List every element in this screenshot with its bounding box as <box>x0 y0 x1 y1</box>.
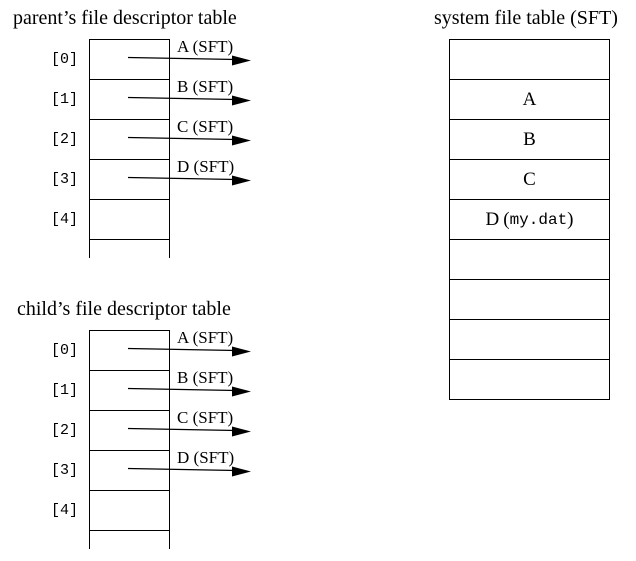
child-pointer-arrow-0 <box>128 346 251 357</box>
child-fd-index-1: [1] <box>50 382 78 399</box>
sft-cell-filename: my.dat <box>509 210 568 229</box>
parent-fd-cell-3 <box>90 160 169 200</box>
sft-cell-1: A <box>450 80 609 120</box>
child-fd-cell-3 <box>90 451 169 491</box>
child-pointer-arrow-2 <box>128 426 251 437</box>
sft-cell-label: C <box>523 168 536 190</box>
child-fd-cell-4 <box>90 491 169 531</box>
parent-pointer-arrow-0 <box>128 55 251 66</box>
sft-cell-2: B <box>450 120 609 160</box>
sft-cell-label: A <box>522 88 537 110</box>
parent-fd-index-0: [0] <box>50 51 78 68</box>
child-pointer-arrow-3 <box>128 466 251 477</box>
parent-pointer-label-0: A (SFT) <box>177 37 234 56</box>
parent-fd-index-4: [4] <box>50 211 78 228</box>
parent-fd-cell-2 <box>90 120 169 160</box>
system-file-table: A B C D(my.dat) <box>449 39 610 400</box>
sft-cell-3: C <box>450 160 609 200</box>
sft-title: system file table (SFT) <box>434 7 618 29</box>
child-pointer-label-1: B (SFT) <box>177 368 234 387</box>
parent-pointer-label-2: C (SFT) <box>177 117 234 136</box>
child-fd-index-0: [0] <box>50 342 78 359</box>
sft-cell-4: D(my.dat) <box>450 200 609 240</box>
parent-fd-index-3: [3] <box>50 171 78 188</box>
parent-fd-table <box>89 39 170 258</box>
sft-cell-paren-open: ( <box>503 208 510 230</box>
sft-cell-6 <box>450 280 609 320</box>
child-fd-table <box>89 330 170 549</box>
parent-pointer-arrow-1 <box>128 95 251 106</box>
sft-cell-paren-close: ) <box>567 208 574 230</box>
child-fd-index-3: [3] <box>50 462 78 479</box>
parent-table-title: parent’s file descriptor table <box>13 7 237 29</box>
child-pointer-label-3: D (SFT) <box>177 448 235 467</box>
parent-fd-index-1: [1] <box>50 91 78 108</box>
child-fd-index-2: [2] <box>50 422 78 439</box>
parent-pointer-label-1: B (SFT) <box>177 77 234 96</box>
sft-cell-8 <box>450 360 609 399</box>
child-pointer-arrow-1 <box>128 386 251 397</box>
child-fd-index-4: [4] <box>50 502 78 519</box>
parent-fd-cell-1 <box>90 80 169 120</box>
parent-pointer-label-3: D (SFT) <box>177 157 235 176</box>
child-fd-open-row <box>90 531 169 549</box>
child-table-title: child’s file descriptor table <box>17 298 231 320</box>
sft-cell-0 <box>450 40 609 80</box>
child-pointer-label-2: C (SFT) <box>177 408 234 427</box>
sft-cell-5 <box>450 240 609 280</box>
child-pointer-label-0: A (SFT) <box>177 328 234 347</box>
child-fd-cell-0 <box>90 331 169 371</box>
parent-fd-cell-0 <box>90 40 169 80</box>
child-fd-cell-1 <box>90 371 169 411</box>
child-fd-cell-2 <box>90 411 169 451</box>
sft-cell-label: B <box>523 128 536 150</box>
parent-pointer-arrow-2 <box>128 135 251 146</box>
sft-cell-7 <box>450 320 609 360</box>
parent-pointer-arrow-3 <box>128 175 251 186</box>
parent-fd-index-2: [2] <box>50 131 78 148</box>
sft-cell-label: D <box>485 208 500 230</box>
parent-fd-cell-4 <box>90 200 169 240</box>
parent-fd-open-row <box>90 240 169 258</box>
